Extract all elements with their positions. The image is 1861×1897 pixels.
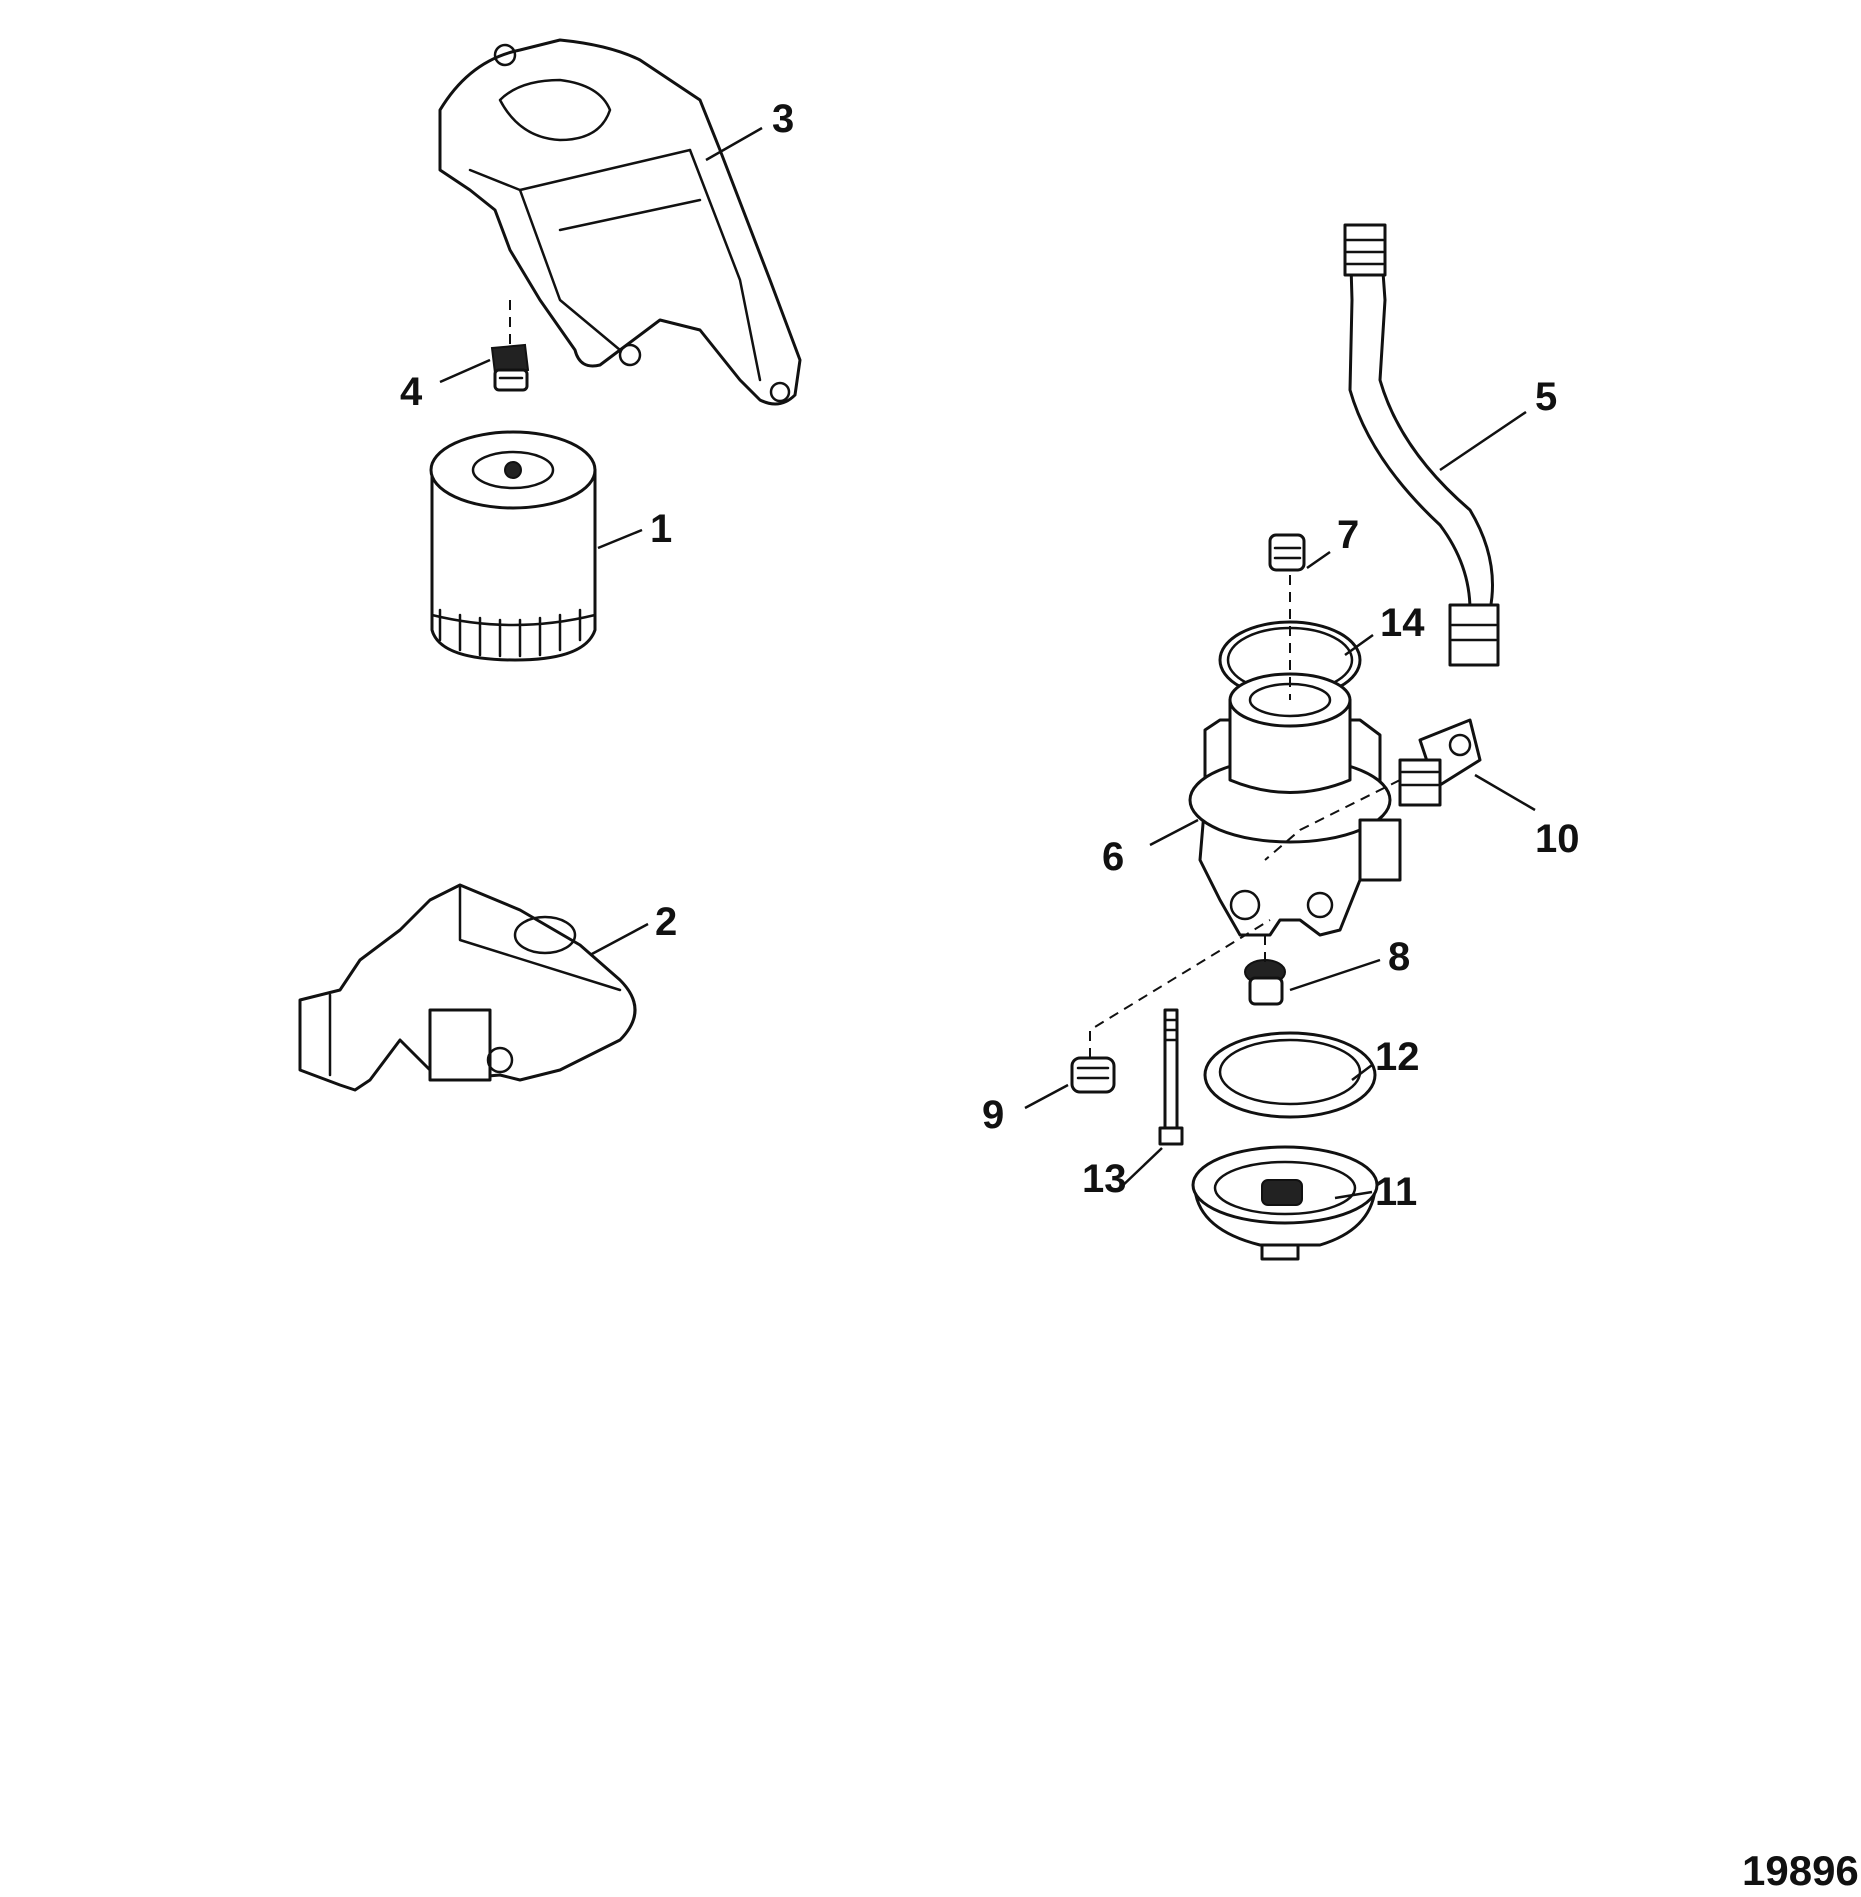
part-6-adapter-housing bbox=[1188, 672, 1402, 937]
callout-labels: 3 4 1 2 5 7 14 6 10 8 12 9 13 11 bbox=[400, 97, 1580, 1214]
callout-2: 2 bbox=[655, 900, 677, 944]
callout-10: 10 bbox=[1535, 817, 1580, 861]
part-3-mounting-bracket bbox=[438, 38, 802, 406]
part-13-bolt bbox=[1158, 1008, 1184, 1146]
alignment-lines bbox=[509, 300, 1401, 1058]
part-4-plug bbox=[490, 343, 530, 392]
part-1-oil-filter bbox=[429, 430, 597, 662]
leader-lines bbox=[439, 126, 1536, 1200]
callout-4: 4 bbox=[400, 370, 423, 414]
part-12-seal-ring bbox=[1203, 1031, 1377, 1119]
callout-5: 5 bbox=[1535, 375, 1557, 419]
callout-3: 3 bbox=[772, 97, 794, 141]
callout-7: 7 bbox=[1337, 513, 1359, 557]
callout-14: 14 bbox=[1380, 601, 1425, 645]
part-11-cover-plate bbox=[1191, 1145, 1379, 1261]
callout-9: 9 bbox=[982, 1093, 1004, 1137]
callout-11: 11 bbox=[1375, 1170, 1417, 1214]
part-5-oil-line bbox=[1343, 223, 1500, 667]
callout-12: 12 bbox=[1375, 1035, 1420, 1079]
callout-6: 6 bbox=[1102, 835, 1124, 879]
part-2-filter-adapter bbox=[298, 883, 637, 1092]
figure-id: 19896 bbox=[1742, 1847, 1859, 1894]
part-10-elbow-fitting bbox=[1398, 718, 1482, 807]
callout-8: 8 bbox=[1388, 935, 1410, 979]
callout-13: 13 bbox=[1082, 1157, 1127, 1201]
callout-1: 1 bbox=[650, 507, 672, 551]
part-8-plug bbox=[1244, 959, 1286, 1006]
part-7-plug bbox=[1268, 533, 1306, 572]
part-9-plug bbox=[1070, 1056, 1116, 1094]
